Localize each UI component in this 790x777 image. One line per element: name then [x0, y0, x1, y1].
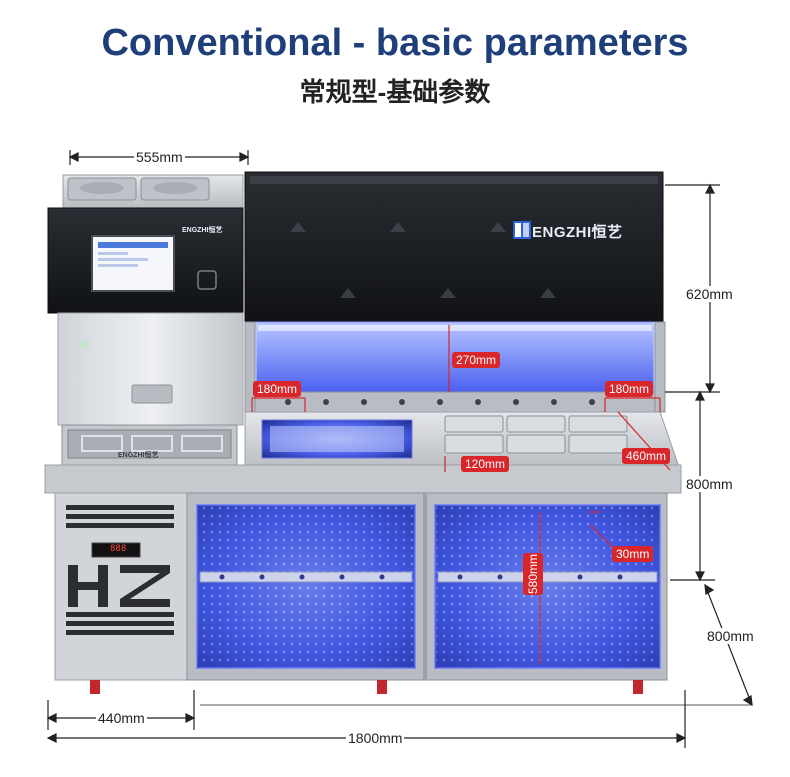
dimension-pan-depth: 460mm — [622, 448, 671, 464]
dimension-width-top: 555mm — [134, 149, 185, 165]
dimension-depth-cabinet: 800mm — [705, 628, 756, 644]
brand-logo-drip-tray: ENGZHI恒艺 — [118, 452, 159, 459]
brand-logo-ice-machine: ENGZHI恒艺 — [182, 227, 223, 234]
dimension-left-gap: 180mm — [253, 381, 302, 397]
dimension-width-total: 1800mm — [346, 730, 405, 746]
dimension-width-left: 440mm — [96, 710, 147, 726]
dimension-shelf-gap: 30mm — [612, 546, 654, 562]
dimension-hood-inner-height: 270mm — [452, 352, 501, 368]
temperature-display: 888 — [110, 544, 127, 554]
dimension-pan-width: 120mm — [461, 456, 510, 472]
dimension-height-hood: 620mm — [684, 286, 735, 302]
title-english: Conventional - basic parameters — [101, 22, 689, 64]
dimension-right-gap: 180mm — [605, 381, 654, 397]
dimension-height-counter: 800mm — [684, 476, 735, 492]
dimension-cabinet-height: 580mm — [523, 553, 543, 596]
brand-logo-hood: ENGZHI恒艺 — [532, 224, 623, 241]
title-chinese: 常规型-基础参数 — [299, 77, 491, 107]
